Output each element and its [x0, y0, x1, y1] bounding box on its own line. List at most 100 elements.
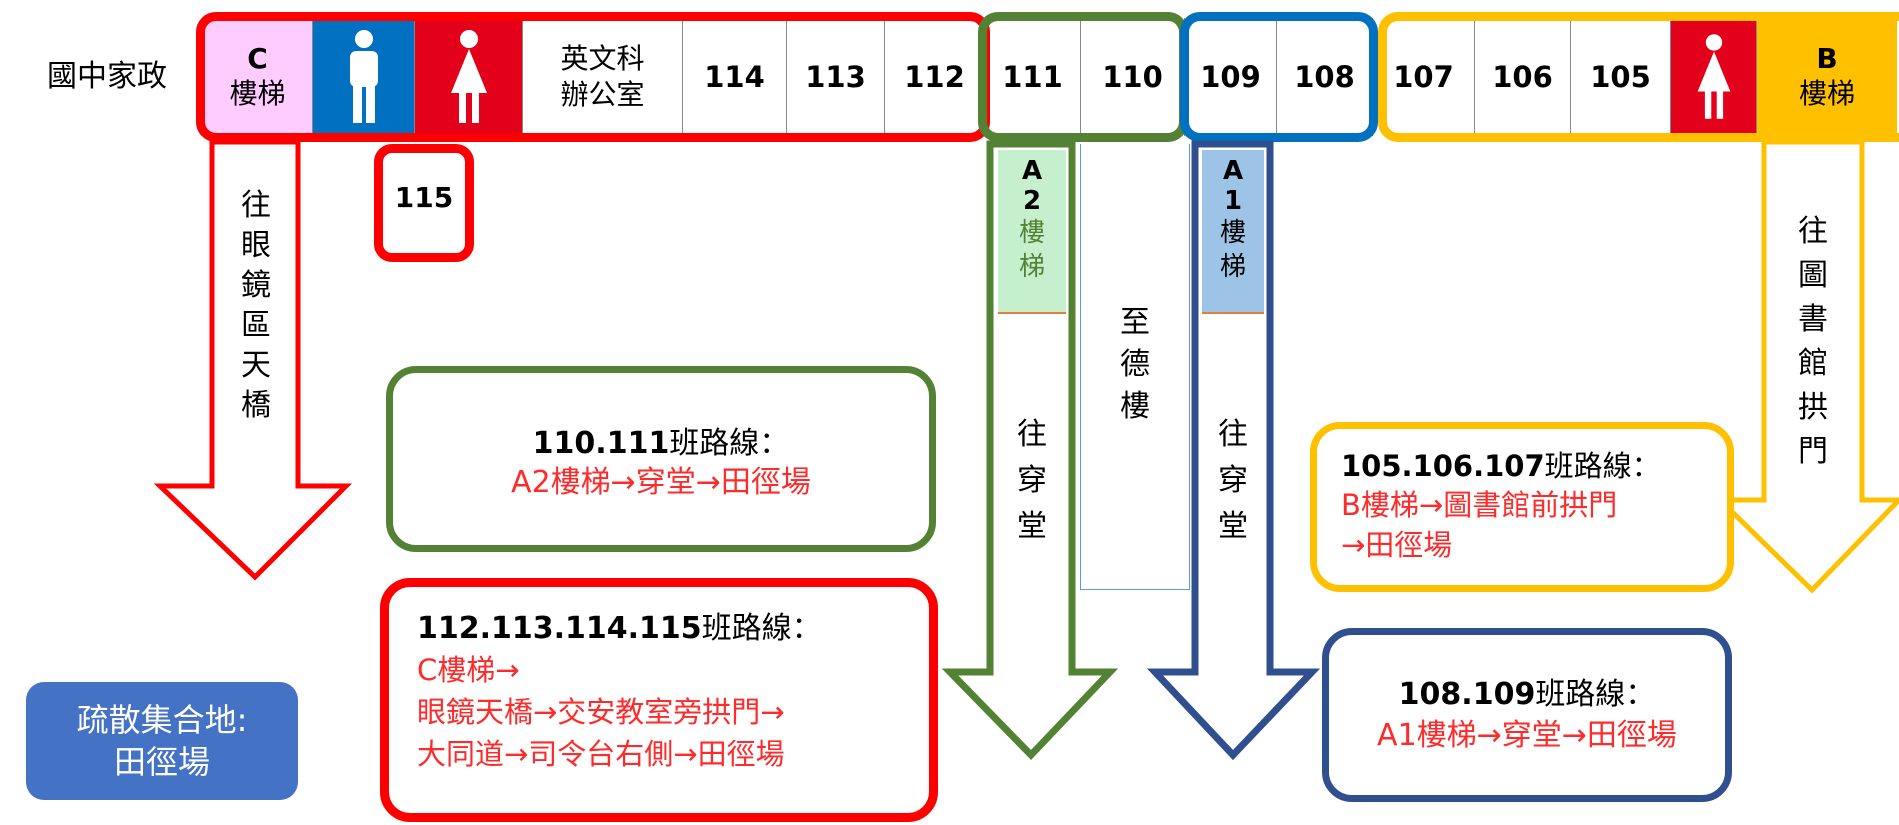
route-112-line1: C樓梯→ [417, 653, 520, 687]
room-105: 105 [1570, 18, 1670, 136]
room-114-label: 114 [704, 60, 765, 94]
arrow-b-char: 館 [1798, 346, 1828, 381]
route-105-suffix: 班路線： [1544, 449, 1661, 483]
home-economics-label: 國中家政 [47, 59, 167, 94]
arrow-a2-char: 堂 [1017, 509, 1047, 544]
room-106: 106 [1474, 18, 1570, 136]
route-112-suffix: 班路線： [701, 611, 822, 646]
arrow-c-text: 往 眼 鏡 區 天 橋 [234, 186, 278, 426]
assembly-point-box: 疏散集合地: 田徑場 [26, 682, 298, 800]
room-109: 109 [1184, 18, 1276, 136]
stair-b: B 樓梯 [1756, 18, 1897, 136]
room-115: 115 [374, 144, 474, 262]
arrow-c-char: 鏡 [241, 268, 271, 303]
arrow-a1-char: 穿 [1218, 463, 1248, 498]
zhide-char: 至 [1120, 305, 1150, 340]
arrow-a1-char: 往 [1218, 417, 1248, 452]
stair-c-letter: C [247, 42, 268, 75]
arrow-c-char: 天 [241, 348, 271, 383]
room-105-label: 105 [1590, 60, 1651, 94]
room-113: 113 [786, 18, 884, 136]
assembly-point-label: 疏散集合地: [76, 701, 248, 739]
assembly-point-place: 田徑場 [113, 743, 210, 781]
room-111-label: 111 [1002, 60, 1063, 94]
route-105-line2: →田徑場 [1341, 528, 1453, 562]
arrow-a2-char: 穿 [1017, 463, 1047, 498]
room-114: 114 [682, 18, 786, 136]
male-restroom-icon [349, 30, 378, 123]
stair-a1: A 1 樓 梯 [1202, 150, 1264, 314]
arrow-c-to-glasses-bridge [153, 139, 353, 581]
arrow-a2-char: 往 [1017, 417, 1047, 452]
route-110-path: A2樓梯→穿堂→田徑場 [511, 465, 811, 500]
room-108: 108 [1276, 18, 1372, 136]
route-108-path: A1樓梯→穿堂→田徑場 [1377, 718, 1677, 753]
stair-c-word: 樓梯 [229, 77, 286, 110]
arrow-c-char: 區 [241, 308, 271, 343]
route-112-line2: 眼鏡天橋→交安教室旁拱門→ [417, 695, 785, 729]
womens-restroom [414, 18, 522, 136]
room-110: 110 [1080, 18, 1184, 136]
route-105-line1: B樓梯→圖書館前拱門 [1341, 488, 1618, 522]
arrow-a1-char: 堂 [1218, 509, 1248, 544]
room-109-label: 109 [1200, 60, 1261, 94]
route-box-110-111: 110.111班路線： A2樓梯→穿堂→田徑場 [386, 366, 936, 552]
room-112: 112 [884, 18, 984, 136]
route-box-112-115: 112.113.114.115班路線： C樓梯→ 眼鏡天橋→交安教室旁拱門→ 大… [380, 578, 938, 822]
stair-a1-digit: 1 [1223, 186, 1243, 216]
womens-restroom-b [1670, 18, 1756, 136]
mens-restroom [312, 18, 414, 136]
stair-a2-letter: A [1021, 156, 1043, 186]
route-box-105-107: 105.106.107班路線： B樓梯→圖書館前拱門 →田徑場 [1310, 422, 1734, 592]
room-107: 107 [1372, 18, 1474, 136]
english-office-line2: 辦公室 [560, 78, 645, 111]
route-110-classes: 110.111 [532, 426, 670, 461]
room-113-label: 113 [805, 60, 866, 94]
english-office-line1: 英文科 [560, 42, 645, 75]
stair-a2-digit: 2 [1022, 186, 1042, 216]
stair-a1-char1: 樓 [1219, 218, 1246, 248]
blue-group-outline [1180, 12, 1378, 142]
stair-a1-letter: A [1222, 156, 1244, 186]
zhide-building-text: 至 德 樓 [1113, 302, 1157, 428]
english-office: 英文科 辦公室 [522, 18, 682, 136]
arrow-a2-to-lobby [941, 140, 1119, 761]
route-112-line3: 大同道→司令台右側→田徑場 [417, 737, 785, 771]
room-111: 111 [984, 18, 1080, 136]
room-107-label: 107 [1393, 60, 1454, 94]
female-restroom-icon [1697, 34, 1730, 119]
arrow-a1-text: 往 穿 堂 [1211, 412, 1255, 550]
female-restroom-icon [450, 30, 487, 123]
arrow-c-char: 眼 [241, 228, 271, 263]
stair-b-word: 樓梯 [1798, 77, 1855, 110]
arrow-c-char: 橋 [241, 388, 271, 423]
arrow-b-text: 往 圖 書 館 拱 門 [1791, 210, 1835, 474]
route-105-classes: 105.106.107 [1341, 449, 1545, 483]
stair-a2-char2: 梯 [1018, 252, 1045, 282]
arrow-b-char: 書 [1798, 302, 1828, 337]
route-108-classes: 108.109 [1398, 677, 1536, 712]
route-112-classes: 112.113.114.115 [417, 611, 702, 646]
zhide-char: 樓 [1120, 389, 1150, 424]
stair-b-letter: B [1816, 42, 1838, 75]
arrow-b-to-library-arch [1713, 139, 1899, 594]
arrow-b-char: 拱 [1798, 390, 1828, 425]
stair-a1-char2: 梯 [1219, 252, 1246, 282]
yellow-group-outline [1378, 12, 1899, 142]
route-110-suffix: 班路線： [669, 426, 790, 461]
arrow-c-char: 往 [241, 188, 271, 223]
arrow-b-char: 往 [1798, 214, 1828, 249]
home-economics-room: 國中家政 [12, 18, 202, 136]
room-110-label: 110 [1102, 60, 1163, 94]
room-115-label: 115 [394, 181, 454, 214]
stair-a2-char1: 樓 [1018, 218, 1045, 248]
arrow-a2-text: 往 穿 堂 [1010, 412, 1054, 550]
room-108-label: 108 [1294, 60, 1355, 94]
route-box-108-109: 108.109班路線： A1樓梯→穿堂→田徑場 [1322, 628, 1732, 802]
arrow-a1-to-lobby [1146, 140, 1321, 761]
zhide-building [1080, 144, 1190, 590]
route-108-suffix: 班路線： [1535, 677, 1656, 712]
arrow-b-char: 圖 [1798, 258, 1828, 293]
room-112-label: 112 [904, 60, 965, 94]
